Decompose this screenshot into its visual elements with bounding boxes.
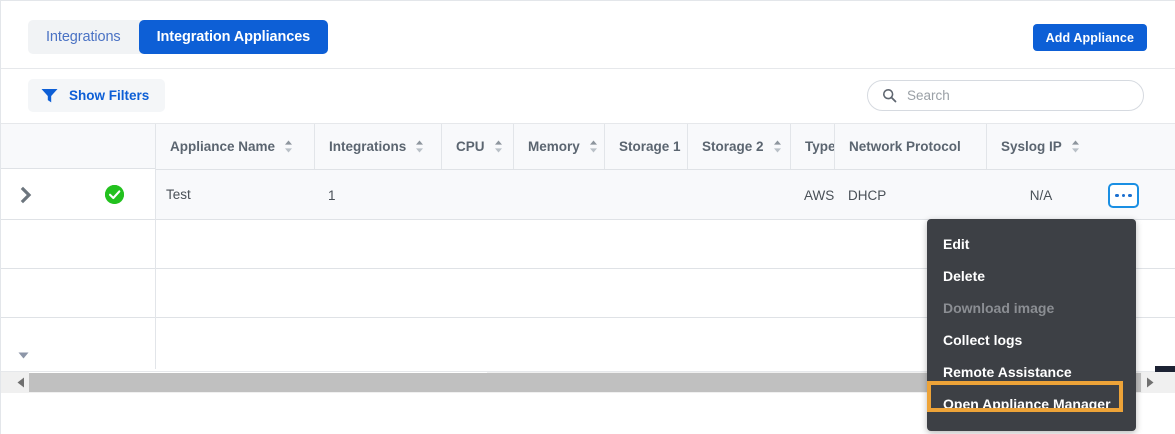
cell-network-protocol: DHCP [848, 187, 887, 203]
column-header-appliance-name[interactable]: Appliance Name [156, 124, 314, 169]
scroll-left-button[interactable] [12, 372, 29, 393]
kebab-dot [1115, 193, 1119, 198]
frozen-empty-cell [1, 318, 155, 369]
add-appliance-button[interactable]: Add Appliance [1032, 24, 1147, 51]
menu-item-delete[interactable]: Delete [943, 268, 986, 284]
status-ok-icon [105, 185, 124, 204]
cell-syslog-ip: N/A [1029, 187, 1053, 203]
triangle-left-icon [17, 377, 24, 388]
column-header-storage-2[interactable]: Storage 2 [687, 124, 790, 169]
column-label: Appliance Name [170, 139, 276, 154]
column-label: CPU [456, 139, 485, 154]
cell-appliance-name: Test [166, 187, 191, 202]
search-icon [882, 88, 897, 103]
column-label: Storage 1 [619, 139, 681, 154]
row-actions-button[interactable] [1108, 183, 1139, 208]
frozen-empty-cell [1, 269, 155, 318]
scrollbar-thumb[interactable] [29, 373, 1141, 392]
frozen-header-cell [1, 124, 155, 169]
tab-group: Integrations Integration Appliances [28, 20, 329, 54]
sort-arrows-icon [416, 140, 424, 153]
table-header-row: Appliance Name Integrations CPU [1, 124, 1175, 170]
tab-integration-appliances[interactable]: Integration Appliances [138, 20, 329, 54]
column-label: Memory [528, 139, 580, 154]
column-header-memory[interactable]: Memory [513, 124, 604, 169]
horizontal-scrollbar[interactable] [1, 371, 1175, 393]
cell-integrations: 1 [328, 187, 336, 203]
column-header-network-protocol[interactable]: Network Protocol [834, 124, 986, 169]
table-toolbar: Show Filters [1, 69, 1175, 124]
page-left-border [0, 0, 1, 434]
scroll-right-button[interactable] [1141, 372, 1158, 393]
frozen-left-pane: Test [1, 124, 191, 369]
column-header-storage-1[interactable]: Storage 1 [604, 124, 687, 169]
sort-arrows-icon [773, 140, 781, 153]
tab-integrations[interactable]: Integrations [46, 29, 121, 45]
row-context-menu: Edit Delete Download image Collect logs … [927, 219, 1136, 431]
sort-arrows-icon [285, 140, 293, 153]
frozen-empty-cell [1, 220, 155, 269]
tab-bar: Integrations Integration Appliances Add … [1, 1, 1175, 69]
sort-arrows-icon [589, 140, 597, 153]
sort-arrows-icon [1071, 140, 1079, 153]
triangle-right-icon [1146, 377, 1153, 388]
search-input[interactable] [907, 88, 1127, 103]
menu-item-remote-assistance[interactable]: Remote Assistance [943, 364, 1072, 380]
search-box[interactable] [867, 80, 1144, 111]
menu-item-collect-logs[interactable]: Collect logs [943, 332, 1023, 348]
chevron-right-icon[interactable] [20, 186, 36, 204]
column-label: Storage 2 [702, 139, 764, 154]
show-filters-label: Show Filters [69, 88, 150, 103]
menu-item-download-image: Download image [943, 300, 1055, 316]
column-header-integrations[interactable]: Integrations [314, 124, 441, 169]
row-leading-cell: Test [1, 170, 191, 220]
vertical-scrollbar-thumb[interactable] [1155, 366, 1175, 372]
page-top-border [0, 0, 1175, 1]
column-header-syslog-ip[interactable]: Syslog IP [986, 124, 1151, 169]
show-filters-button[interactable]: Show Filters [28, 79, 166, 112]
column-header-cpu[interactable]: CPU [441, 124, 513, 169]
cell-type: AWS [804, 187, 834, 203]
kebab-dot [1128, 193, 1132, 198]
caret-down-icon[interactable] [18, 352, 29, 359]
scrollbar-track-highlight [29, 372, 487, 373]
menu-item-open-appliance-manager[interactable]: Open Appliance Manager [943, 396, 1111, 412]
column-header-type[interactable]: Type [790, 124, 834, 169]
column-label: Type [805, 139, 834, 154]
column-label: Syslog IP [1001, 139, 1062, 154]
menu-item-edit[interactable]: Edit [943, 236, 970, 252]
table-row[interactable] [1, 170, 1175, 220]
column-label: Network Protocol [849, 139, 961, 154]
sort-arrows-icon [494, 140, 502, 153]
kebab-dot [1121, 193, 1126, 198]
funnel-icon [41, 89, 58, 103]
column-label: Integrations [329, 139, 407, 154]
